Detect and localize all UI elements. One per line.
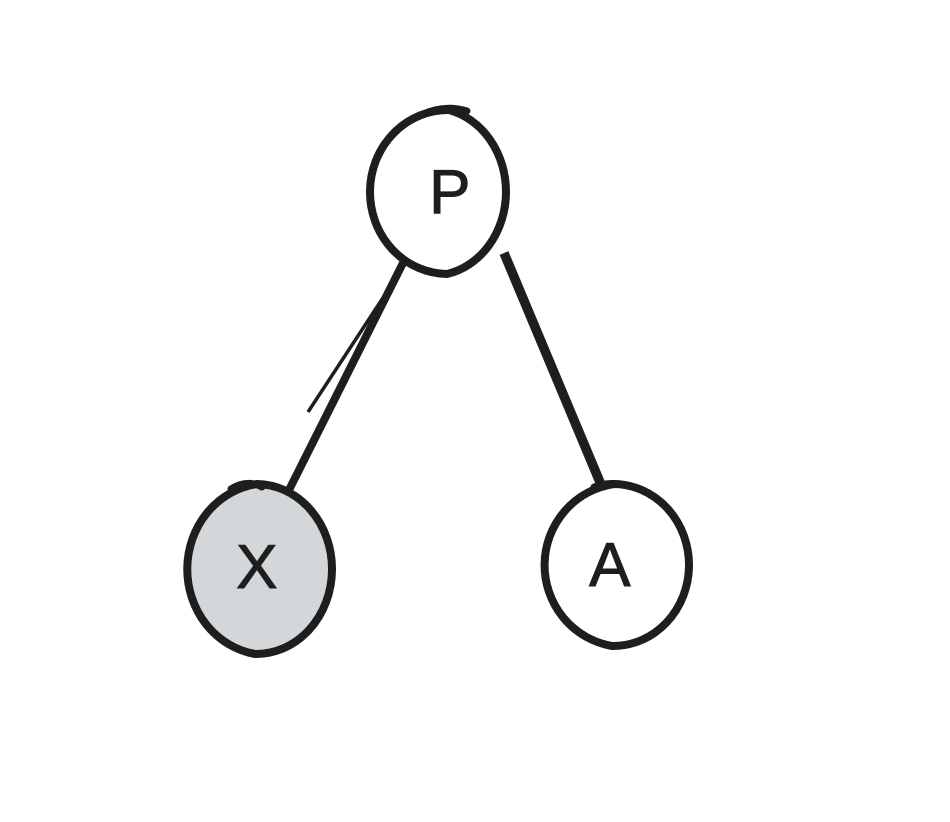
- node-a-circle: [540, 480, 693, 651]
- node-x-label: X: [236, 533, 278, 602]
- edge-p-x-inner-stroke: [306, 242, 421, 413]
- edge-p-x: [284, 242, 421, 494]
- node-p-circle: [366, 105, 510, 278]
- edge-p-a: [499, 251, 607, 489]
- node-a-overlap-flick: [590, 480, 636, 491]
- node-a: A: [540, 480, 693, 651]
- edge-group: [284, 242, 607, 494]
- node-x-circle: [183, 480, 336, 659]
- node-p-overlap-flick: [417, 104, 471, 119]
- node-p-label: P: [429, 158, 471, 227]
- node-a-label: A: [589, 531, 631, 600]
- node-x: X: [183, 480, 336, 659]
- node-x-overlap-flick: [227, 480, 266, 493]
- node-p: P: [366, 104, 510, 278]
